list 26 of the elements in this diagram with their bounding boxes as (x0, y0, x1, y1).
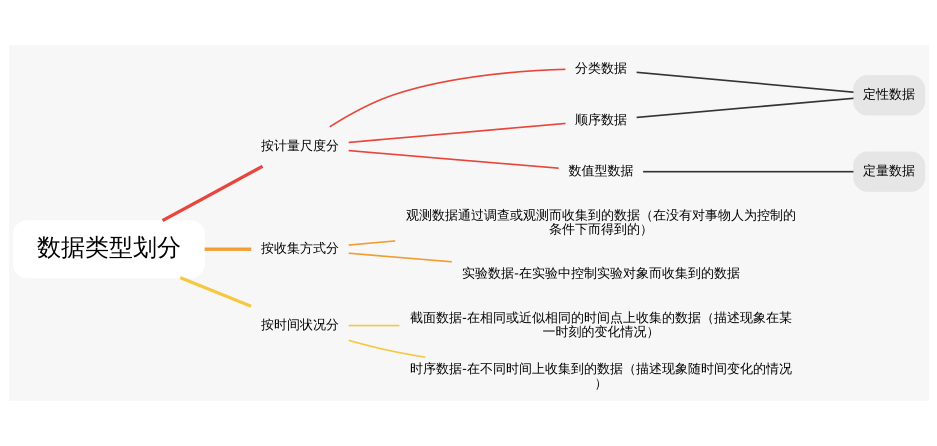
connector (161, 164, 263, 222)
connector (348, 324, 399, 326)
connector (348, 150, 558, 170)
node-text: 时序数据-在不同时间上收集到的数据（描述现象随时间变化的情况） (410, 362, 792, 392)
node-text: 按时间状况分 (260, 318, 338, 333)
connector (204, 248, 251, 251)
node-box: 定量数据 (852, 152, 925, 192)
node-text: 按收集方式分 (260, 242, 338, 257)
node-text: 顺序数据 (574, 112, 627, 128)
connector (642, 170, 853, 173)
connector (348, 340, 425, 358)
node-text: 实验数据-在实验中控制实验对象而收集到的数据 (462, 266, 740, 282)
connector (348, 122, 566, 144)
node-text: 分类数据 (574, 62, 627, 77)
node-text: 观测数据通过调查或观测而收集到的数据（在没有对事物人为控制的条件下而得到的） (406, 208, 796, 238)
node-text: 截面数据-在相同或近似相同的时间点上收集的数据（描述现象在某一时刻的变化情况） (410, 310, 792, 340)
node-text: 数值型数据 (568, 164, 634, 180)
connector (348, 240, 395, 246)
connector (636, 71, 854, 93)
connector (636, 98, 854, 118)
connector (348, 252, 452, 263)
connector (328, 68, 565, 128)
node-box: 数据类型划分 (12, 220, 204, 278)
node-text: 按计量尺度分 (260, 138, 338, 154)
node-box: 定性数据 (852, 75, 925, 116)
connector (179, 276, 252, 308)
